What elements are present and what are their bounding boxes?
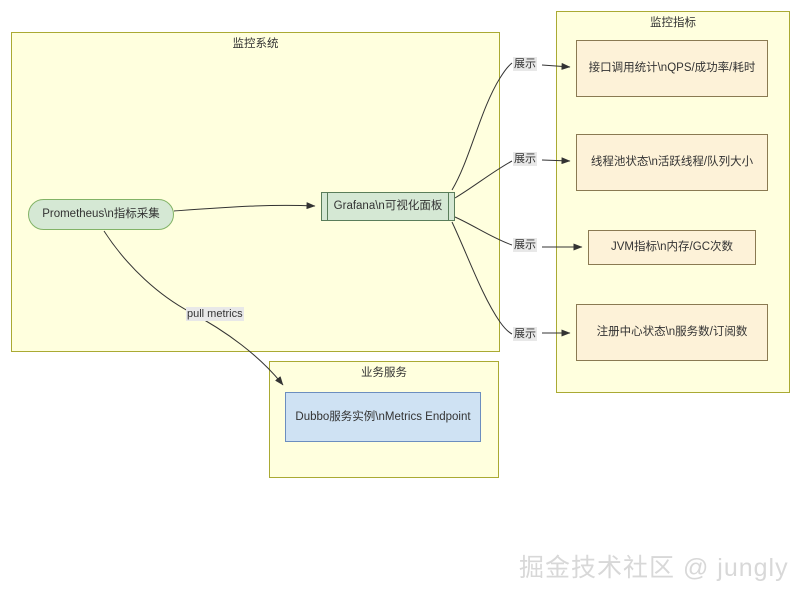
subgraph-title-business-service: 业务服务	[361, 367, 407, 379]
node-prometheus[interactable]: Prometheus\n指标采集	[28, 199, 174, 230]
node-metric-registry[interactable]: 注册中心状态\n服务数/订阅数	[576, 304, 768, 361]
node-prometheus-label: Prometheus\n指标采集	[42, 208, 160, 220]
node-dubbo-service[interactable]: Dubbo服务实例\nMetrics Endpoint	[285, 392, 481, 442]
edge-grafana-to-metric-jvm	[454, 216, 513, 246]
node-metric-api[interactable]: 接口调用统计\nQPS/成功率/耗时	[576, 40, 768, 97]
node-metric-threadpool[interactable]: 线程池状态\n活跃线程/队列大小	[576, 134, 768, 191]
node-dubbo-service-label: Dubbo服务实例\nMetrics Endpoint	[295, 410, 471, 423]
edge-label-display-metric-api: 展示	[513, 57, 537, 71]
node-metric-jvm[interactable]: JVM指标\n内存/GC次数	[588, 230, 756, 265]
node-grafana[interactable]: Grafana\n可视化面板	[321, 192, 455, 221]
watermark-text: 掘金技术社区 @ jungly	[519, 554, 789, 582]
node-metric-api-label: 接口调用统计\nQPS/成功率/耗时	[588, 62, 756, 74]
subgraph-title-monitoring-metrics: 监控指标	[650, 17, 696, 29]
edge-label-display-metric-registry: 展示	[513, 327, 537, 341]
node-metric-registry-label: 注册中心状态\n服务数/订阅数	[596, 326, 748, 338]
edge-grafana-to-metric-registry	[451, 221, 513, 335]
subgraph-title-monitoring-system: 监控系统	[232, 38, 279, 50]
node-grafana-label: Grafana\n可视化面板	[333, 200, 443, 212]
edge-grafana-to-metric-api-tail	[541, 62, 571, 70]
edge-grafana-to-metric-threadpool	[454, 160, 513, 199]
edge-label-pull-metrics: pull metrics	[186, 307, 244, 321]
edge-grafana-to-metric-threadpool-tail	[541, 157, 571, 165]
node-metric-jvm-label: JVM指标\n内存/GC次数	[610, 241, 734, 253]
edge-label-display-metric-threadpool: 展示	[513, 152, 537, 166]
edge-prometheus-to-grafana	[173, 202, 316, 212]
edge-grafana-to-metric-api	[451, 62, 513, 191]
node-metric-threadpool-label: 线程池状态\n活跃线程/队列大小	[590, 156, 754, 168]
edge-label-display-metric-jvm: 展示	[513, 238, 537, 252]
